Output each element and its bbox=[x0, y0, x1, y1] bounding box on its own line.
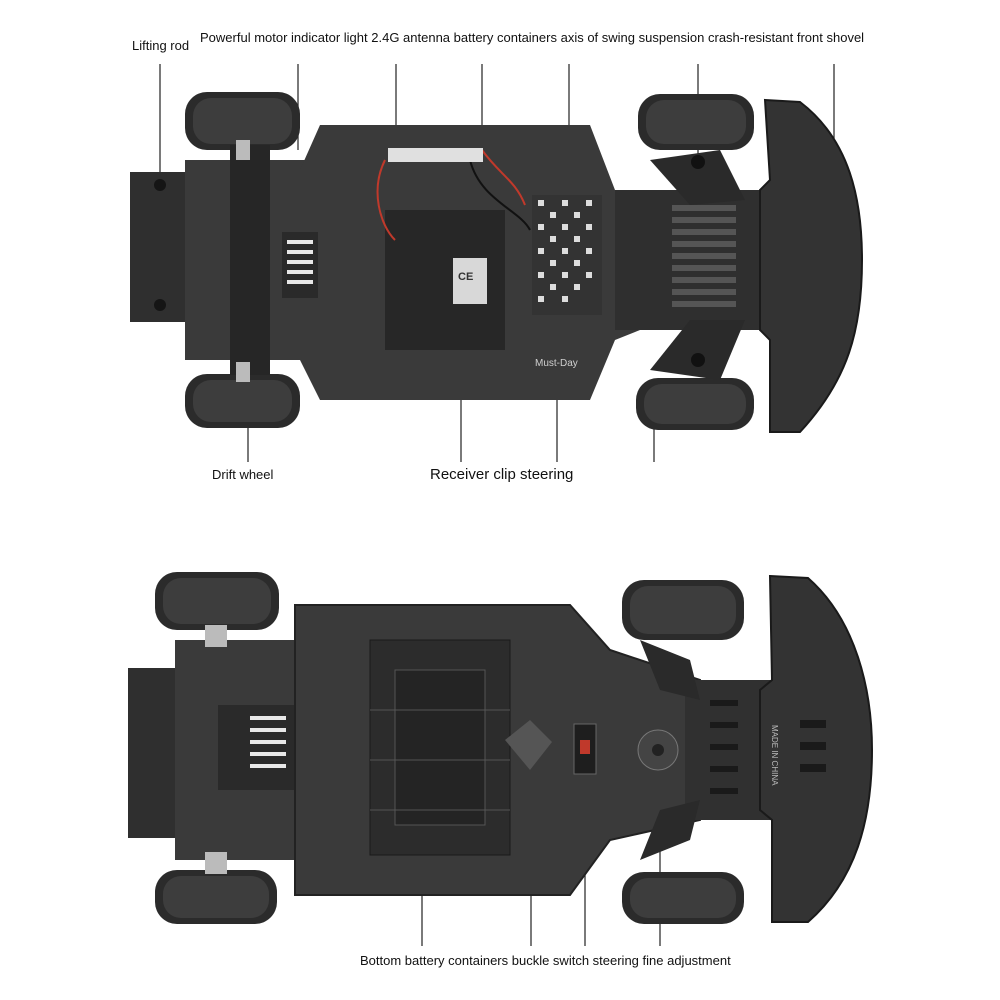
front-wheel-top-right bbox=[638, 94, 754, 150]
made-in-china-marking: MADE IN CHINA bbox=[770, 725, 779, 786]
rear-wheel-top-left bbox=[185, 92, 300, 150]
front-wheel-lower-bottom bbox=[622, 872, 744, 924]
ce-label bbox=[453, 258, 487, 304]
main-chassis-top bbox=[282, 125, 640, 400]
front-shovel-top bbox=[759, 98, 864, 433]
label-receiver-clip-steering: Receiver clip steering bbox=[430, 466, 574, 483]
rear-wheel-bottom-left bbox=[185, 374, 300, 428]
must-day-marking: Must-Day bbox=[535, 358, 578, 369]
label-lifting-rod: Lifting rod bbox=[132, 38, 190, 53]
front-wheel-bottom-right bbox=[636, 378, 754, 430]
rear-wheel-lower-bottom bbox=[155, 870, 277, 924]
shovel-vents bbox=[800, 720, 826, 772]
rear-axle-assembly bbox=[130, 140, 305, 382]
front-wheel-lower-top bbox=[622, 580, 744, 640]
label-top-callouts: Powerful motor indicator light 2.4G ante… bbox=[200, 30, 865, 45]
battery-buckle bbox=[505, 720, 552, 770]
main-chassis-bottom bbox=[294, 604, 701, 896]
battery-pack bbox=[532, 195, 602, 315]
ce-mark: CE bbox=[458, 271, 473, 283]
front-suspension-top bbox=[615, 150, 775, 380]
rear-wheel-lower-top bbox=[155, 572, 279, 630]
label-drift-wheel: Drift wheel bbox=[212, 467, 274, 482]
label-bottom-callouts: Bottom battery containers buckle switch … bbox=[360, 953, 731, 968]
